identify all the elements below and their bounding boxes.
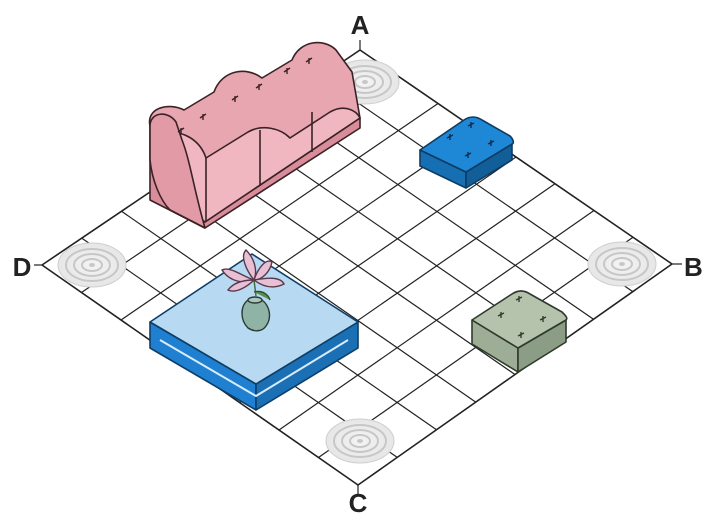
target-icon <box>57 242 127 288</box>
sofa <box>148 41 361 229</box>
grid-line <box>357 263 673 486</box>
flower-vase <box>220 249 285 332</box>
target-icon <box>587 241 657 287</box>
marker-c <box>325 418 395 464</box>
sofa-icon <box>148 41 361 229</box>
ottoman-icon <box>419 116 515 189</box>
marker-d <box>57 242 127 288</box>
ottoman-icon <box>471 290 568 373</box>
vase-icon <box>220 249 285 332</box>
target-icon <box>325 418 395 464</box>
marker-b <box>587 241 657 287</box>
green-ottoman <box>471 290 568 373</box>
blue-ottoman <box>419 116 515 189</box>
corner-label-c: C <box>349 488 368 518</box>
corner-label-a: A <box>351 10 370 40</box>
grid-line <box>278 210 595 431</box>
corner-label-b: B <box>684 252 703 282</box>
corner-label-d: D <box>13 252 32 282</box>
